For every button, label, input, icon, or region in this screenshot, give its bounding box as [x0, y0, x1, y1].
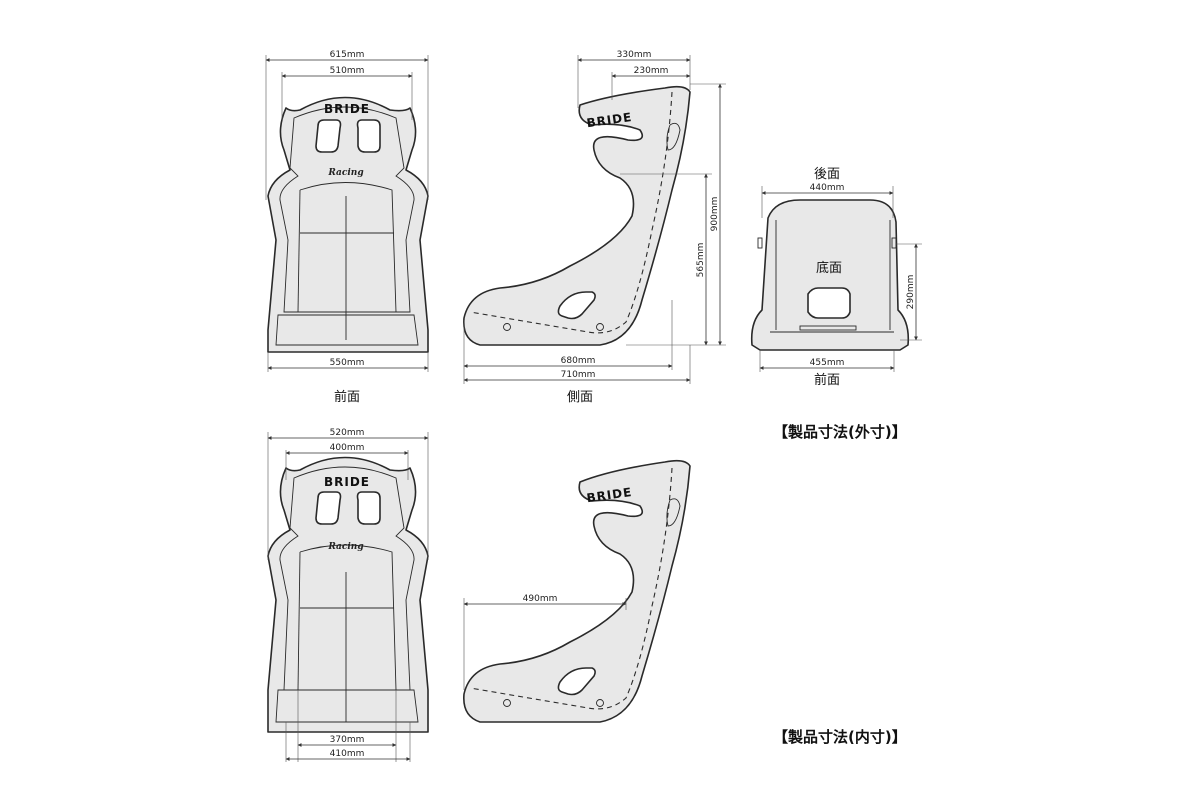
dim-front-bottom: 550mm — [330, 358, 365, 368]
dim-side-len-outer: 710mm — [561, 370, 596, 380]
dim-inner-side-depth: 490mm — [523, 594, 558, 604]
heading-inner: 【製品寸法(内寸)】 — [773, 728, 907, 746]
outer-side-view: BRIDE 330mm 230mm 900mm 565mm 680mm 710m… — [463, 50, 726, 405]
racing-logo: Racing — [327, 168, 363, 178]
brand-logo-inner-side: BRIDE — [586, 485, 634, 505]
dim-side-top-outer: 330mm — [617, 50, 652, 60]
inner-side-view: BRIDE 490mm — [463, 459, 691, 723]
caption-bottom-front: 前面 — [814, 372, 840, 388]
dim-side-top-inner: 230mm — [634, 66, 669, 76]
dim-bottom-side: 290mm — [906, 275, 916, 310]
dim-front-top-inner: 510mm — [330, 66, 365, 76]
caption-front: 前面 — [334, 389, 360, 405]
dim-bottom-top: 440mm — [810, 183, 845, 193]
label-bottom: 底面 — [816, 260, 842, 276]
outer-bottom-view: 後面 440mm 底面 290mm 455mm 前面 — [750, 167, 922, 388]
dim-inner-front-bottom-inner: 370mm — [330, 735, 365, 745]
brand-logo-side: BRIDE — [586, 110, 634, 130]
outer-front-view: BRIDE Racing 615mm 510mm 550mm 前面 — [265, 50, 429, 405]
dim-inner-front-top-outer: 520mm — [330, 428, 365, 438]
heading-outer: 【製品寸法(外寸)】 — [773, 423, 907, 441]
brand-logo-inner: BRIDE — [324, 475, 370, 489]
brand-logo: BRIDE — [324, 102, 370, 116]
dim-side-height-total: 900mm — [710, 197, 720, 232]
dim-inner-front-top-inner: 400mm — [330, 443, 365, 453]
dim-inner-front-bottom-outer: 410mm — [330, 749, 365, 759]
dim-bottom-bottom: 455mm — [810, 358, 845, 368]
label-rear: 後面 — [814, 167, 840, 182]
dim-side-height-back: 565mm — [696, 243, 706, 278]
caption-side: 側面 — [567, 390, 593, 405]
dim-side-len-inner: 680mm — [561, 356, 596, 366]
inner-front-view: BRIDE Racing 520mm 400mm 370mm 410mm — [267, 428, 429, 762]
racing-logo-inner: Racing — [327, 542, 363, 552]
dim-front-top-outer: 615mm — [330, 50, 365, 60]
